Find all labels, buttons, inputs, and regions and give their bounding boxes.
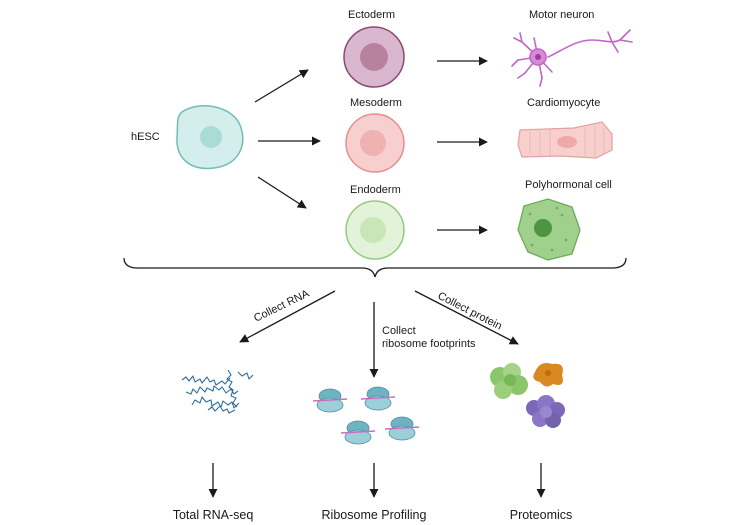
mesoderm-cell-icon — [345, 113, 405, 173]
polyhormonal-label: Polyhormonal cell — [525, 179, 612, 191]
cardiomyocyte-label: Cardiomyocyte — [527, 97, 600, 109]
orange-protein-icon — [533, 363, 563, 387]
cardiomyocyte-icon — [517, 121, 613, 159]
assay-label-proteomics: Proteomics — [510, 508, 573, 522]
hesc-cell-icon — [176, 105, 244, 170]
motor-neuron-icon — [511, 29, 633, 87]
endoderm-label: Endoderm — [350, 184, 401, 196]
collect-footprints-label-line2: ribosome footprints — [382, 338, 476, 350]
polyhormonal-cell-icon — [517, 198, 581, 261]
arrow-collect-protein — [414, 290, 519, 345]
hesc-label: hESC — [131, 131, 160, 143]
collect-protein-label: Collect protein — [436, 290, 504, 333]
purple-protein-icon — [526, 395, 565, 428]
protein-icon — [490, 363, 565, 428]
grouping-brace — [123, 257, 627, 278]
ectoderm-cell-icon — [343, 26, 405, 88]
assay-label-ribosome-profiling: Ribosome Profiling — [322, 508, 427, 522]
assay-label-rna-seq: Total RNA-seq — [173, 508, 254, 522]
ribosome-icon — [312, 386, 420, 445]
collect-footprints-label-line1: Collect — [382, 325, 416, 337]
green-protein-icon — [490, 363, 528, 399]
arrow-to-ectoderm — [254, 69, 309, 103]
endoderm-cell-icon — [345, 200, 405, 260]
ectoderm-label: Ectoderm — [348, 9, 395, 21]
rna-strands-icon — [181, 369, 254, 414]
motor-neuron-label: Motor neuron — [529, 9, 594, 21]
arrow-to-endoderm — [257, 176, 307, 209]
arrow-collect-rna — [239, 290, 336, 343]
mesoderm-label: Mesoderm — [350, 97, 402, 109]
